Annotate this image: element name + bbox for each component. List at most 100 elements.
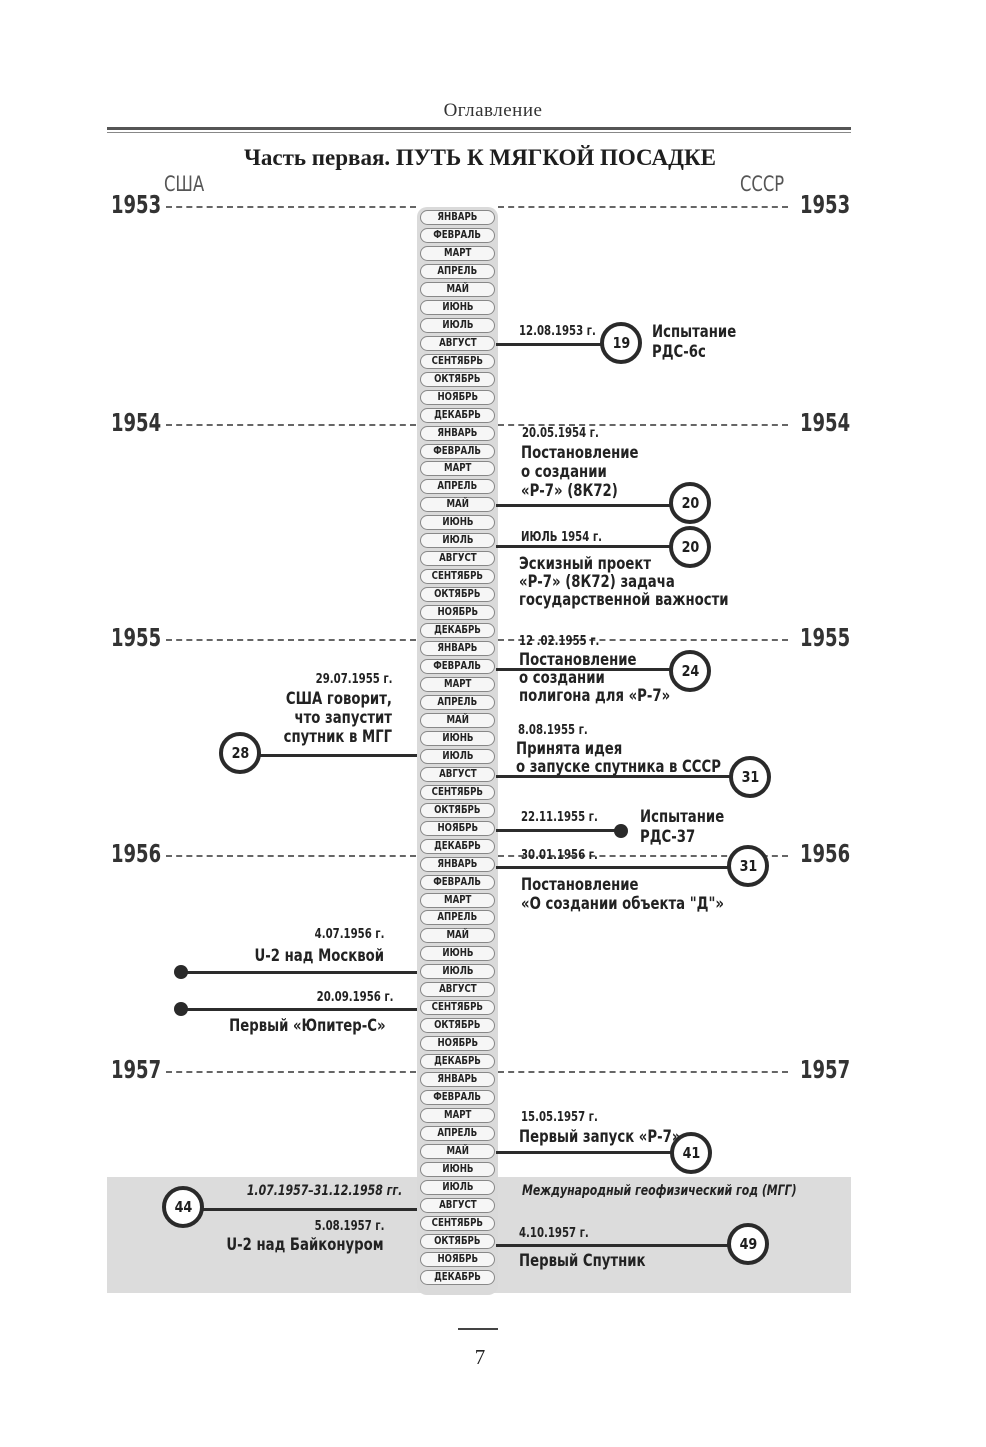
month-pill: МАЙ [420,281,495,297]
igy-label: Международный геофизический год (МГГ) [522,1183,797,1199]
month-label: НОЯБРЬ [437,390,478,403]
event-text: РДС-6с [652,342,706,362]
month-pill: АВГУСТ [420,551,495,567]
month-label: МАРТ [443,678,472,690]
event-text: Эскизный проект [519,554,652,574]
month-pill: ОКТЯБРЬ [420,1018,495,1034]
month-label: ОКТЯБРЬ [434,588,481,601]
event-text: U-2 над Байконуром [226,1235,384,1255]
event-date: 8.08.1955 г. [518,723,588,738]
month-label: ИЮЛЬ [441,318,474,331]
footer-rule [458,1328,498,1330]
month-pill: ИЮНЬ [420,1161,495,1177]
month-pill: ФЕВРАЛЬ [420,1090,495,1105]
event-connector [258,754,417,757]
month-pill: МАРТ [420,892,495,908]
month-pill: СЕНТЯБРЬ [420,1000,495,1016]
month-pill: СЕНТЯБРЬ [420,353,495,369]
event-text: Испытание [652,322,737,342]
month-pill: СЕНТЯБРЬ [420,784,495,800]
month-pill: ДЕКАБРЬ [420,623,495,639]
month-pill: ЯНВАРЬ [420,641,495,656]
month-pill: ИЮНЬ [420,946,495,962]
year-dash-left [166,639,416,641]
month-label: ИЮЛЬ [441,1180,474,1193]
event-end-dot [174,965,188,979]
event-text: о создании [519,668,605,688]
event-text: «О создании объекта "Д"» [521,894,724,914]
year-label-right: 1956 [800,839,851,868]
month-label: ДЕКАБРЬ [434,408,481,421]
month-label: ФЕВРАЛЬ [433,660,482,672]
year-dash-right [498,855,788,857]
month-label: ИЮНЬ [441,1162,474,1175]
event-text: РДС-37 [640,827,696,847]
year-label-left: 1955 [111,623,162,652]
event-date: 12 .02.1955 г. [519,634,600,649]
month-pill: НОЯБРЬ [420,1251,495,1267]
event-date: 20.05.1954 г. [522,426,599,441]
event-text: «Р-7» (8К72) задача [519,572,675,592]
month-label: МАЙ [446,929,469,942]
month-label: СЕНТЯБРЬ [431,1001,484,1014]
year-label-left: 1953 [111,190,162,219]
page-ref-number: 24 [681,662,699,680]
month-pill: НОЯБРЬ [420,820,495,836]
month-label: ОКТЯБРЬ [434,372,481,385]
event-text: Первый Спутник [519,1251,646,1271]
page-ref-circle: 44 [162,1186,204,1228]
event-connector [496,504,672,507]
page-ref-circle: 41 [670,1132,712,1174]
month-label: НОЯБРЬ [437,1252,478,1265]
month-label: АПРЕЛЬ [437,911,478,924]
header-rule-thin [107,132,851,133]
event-date: 5.08.1957 г. [314,1219,384,1234]
event-text: государственной важности [519,590,729,610]
month-label: МАЙ [446,713,469,726]
month-label: ДЕКАБРЬ [434,1270,481,1283]
event-text: что запустит [294,708,393,728]
month-label: ФЕВРАЛЬ [433,444,482,457]
year-dash-right [498,424,788,426]
year-dash-left [166,424,416,426]
month-pill: ДЕКАБРЬ [420,1054,495,1070]
page-ref-number: 31 [741,768,759,786]
month-pill: АПРЕЛЬ [420,479,495,495]
event-connector [186,1008,417,1011]
country-left-label: США [164,172,205,196]
month-label: ДЕКАБРЬ [434,839,481,852]
event-connector [496,1151,672,1154]
event-connector [496,1244,729,1247]
month-pill: МАРТ [420,461,495,477]
month-pill: АВГУСТ [420,982,495,998]
page-number: 7 [474,1345,486,1369]
month-label: АПРЕЛЬ [437,695,478,708]
month-pill: ОКТЯБРЬ [420,1233,495,1249]
event-connector [496,668,672,671]
month-label: ИЮЛЬ [441,534,474,547]
month-label: СЕНТЯБРЬ [431,354,484,367]
month-pill: ФЕВРАЛЬ [420,443,495,459]
month-pill: АВГУСТ [420,335,495,351]
month-label: СЕНТЯБРЬ [431,570,484,583]
month-pill: ЯНВАРЬ [420,1072,495,1088]
event-date: 22.11.1955 г. [521,810,598,825]
month-pill: АПРЕЛЬ [420,910,495,926]
month-pill: ФЕВРАЛЬ [420,874,495,890]
event-date: 29.07.1955 г. [315,672,392,687]
part-title: Часть первая. ПУТЬ К МЯГКОЙ ПОСАДКЕ [244,145,716,170]
month-label: МАРТ [443,246,472,259]
event-date: 4.10.1957 г. [519,1226,589,1241]
month-pill: ИЮЛЬ [420,1179,495,1195]
event-connector [496,343,602,346]
month-pill: ФЕВРАЛЬ [420,659,495,674]
event-connector [496,829,615,832]
month-pill: МАЙ [420,928,495,944]
event-end-dot [174,1002,188,1016]
month-pill: МАРТ [420,677,495,692]
event-text: спутник в МГГ [283,727,392,747]
country-right-label: СССР [740,172,785,196]
page-ref-circle: 20 [669,526,711,568]
month-pill: ИЮНЬ [420,730,495,746]
